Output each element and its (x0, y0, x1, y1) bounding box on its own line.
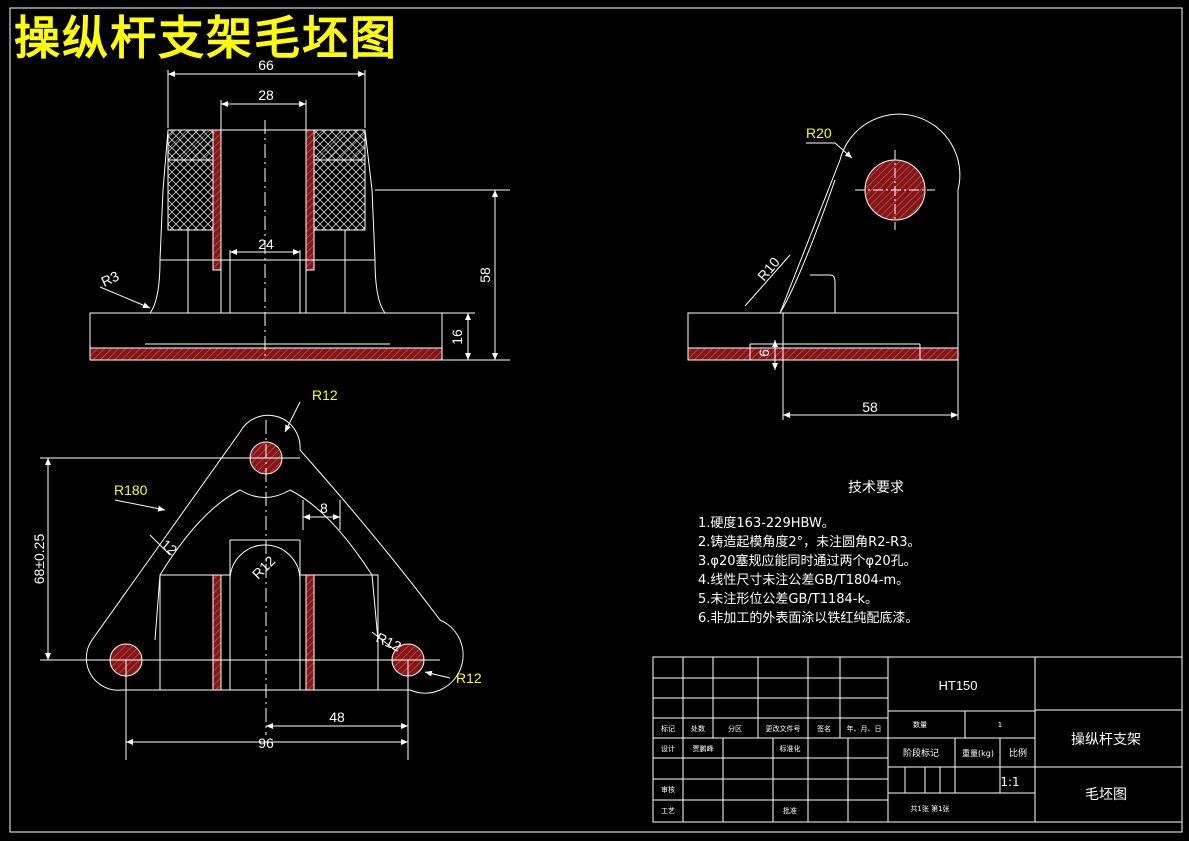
tb-docno: 更改文件号 (766, 724, 801, 733)
front-dim-24: 24 (258, 236, 274, 252)
tech-item-2: 2.铸造起模角度2°，未注圆角R2-R3。 (698, 534, 920, 550)
title-block (652, 656, 1183, 823)
tb-review: 审核 (661, 785, 675, 794)
front-dim-28: 28 (258, 87, 274, 103)
side-radius-r10: R10 (754, 254, 783, 284)
tb-material: HT150 (938, 678, 977, 693)
top-left-machining-strip (212, 574, 222, 691)
top-radius-r12-top: R12 (312, 387, 338, 403)
front-dim-16: 16 (449, 329, 465, 345)
tb-design: 设计 (661, 744, 675, 753)
top-view (40, 401, 464, 760)
side-view (687, 113, 961, 420)
front-view-labels: 66 28 24 58 16 R3 (99, 57, 493, 345)
tech-item-4: 4.线性尺寸未注公差GB/T1804-m。 (698, 573, 909, 588)
front-left-machining-strip (212, 129, 222, 271)
side-dim-58: 58 (862, 399, 878, 415)
top-radius-r180: R180 (114, 482, 148, 498)
tech-item-1: 1.硬度163-229HBW。 (698, 515, 835, 531)
top-dim-8: 8 (320, 500, 328, 516)
tb-approve: 批准 (783, 806, 797, 815)
tb-part-name: 操纵杆支架 (1071, 732, 1141, 748)
drawing-border (9, 7, 1183, 833)
top-view-labels: R12 R180 R12 R12 R12 12 8 68±0.25 48 96 (31, 387, 482, 751)
tb-process: 工艺 (661, 807, 675, 815)
top-right-machining-strip (305, 574, 315, 691)
front-dim-58: 58 (477, 267, 493, 283)
tb-qty-value: 1 (998, 721, 1002, 729)
tb-sign: 签名 (817, 724, 831, 733)
top-dim-48: 48 (329, 709, 345, 725)
front-dim-66: 66 (258, 57, 274, 73)
tb-weight: 重量(kg) (962, 748, 994, 758)
tb-standardize: 标准化 (780, 744, 801, 753)
front-view (89, 70, 510, 361)
front-right-machining-strip (305, 129, 315, 271)
front-base-hatch (89, 347, 443, 361)
top-dim-68: 68±0.25 (31, 534, 47, 585)
top-dim-96: 96 (258, 735, 274, 751)
tb-design-who: 贾鹏峰 (693, 744, 714, 753)
tech-requirements: 技术要求 1.硬度163-229HBW。 2.铸造起模角度2°，未注圆角R2-R… (698, 480, 920, 626)
tb-count: 处数 (691, 724, 705, 733)
top-radius-r12-right: R12 (456, 670, 482, 686)
side-view-labels: R20 R10 6 58 (754, 125, 878, 415)
tb-date: 年、月、日 (847, 724, 882, 733)
top-dim-12: 12 (158, 536, 180, 558)
tb-sheets: 共1张 第1张 (910, 804, 949, 813)
tb-stage: 阶段标记 (903, 747, 939, 759)
title-block-text: 标记 处数 分区 更改文件号 签名 年、月、日 设计 贾鹏峰 标准化 审核 工艺… (661, 678, 1141, 815)
tb-scale: 1:1 (1000, 775, 1019, 789)
tb-mark: 标记 (661, 724, 675, 733)
tb-scale-label: 比例 (1009, 747, 1027, 759)
tech-item-3: 3.φ20塞规应能同时通过两个φ20孔。 (698, 553, 917, 569)
side-radius-r20: R20 (806, 125, 832, 141)
tech-heading: 技术要求 (848, 480, 904, 496)
front-fillet-r3: R3 (99, 268, 122, 290)
tb-zone: 分区 (728, 724, 742, 733)
side-base-hatch (687, 347, 959, 361)
top-radius-r12-inner: R12 (249, 552, 279, 582)
side-dim-6: 6 (756, 349, 772, 357)
tech-item-5: 5.未注形位公差GB/T1184-k。 (698, 592, 878, 607)
tb-drawing-name: 毛坯图 (1085, 787, 1127, 803)
tb-qty: 数量 (913, 720, 927, 729)
tech-item-6: 6.非加工的外表面涂以铁红纯配底漆。 (698, 610, 918, 626)
drawing-title: 操纵杆支架毛坯图 (14, 11, 398, 65)
